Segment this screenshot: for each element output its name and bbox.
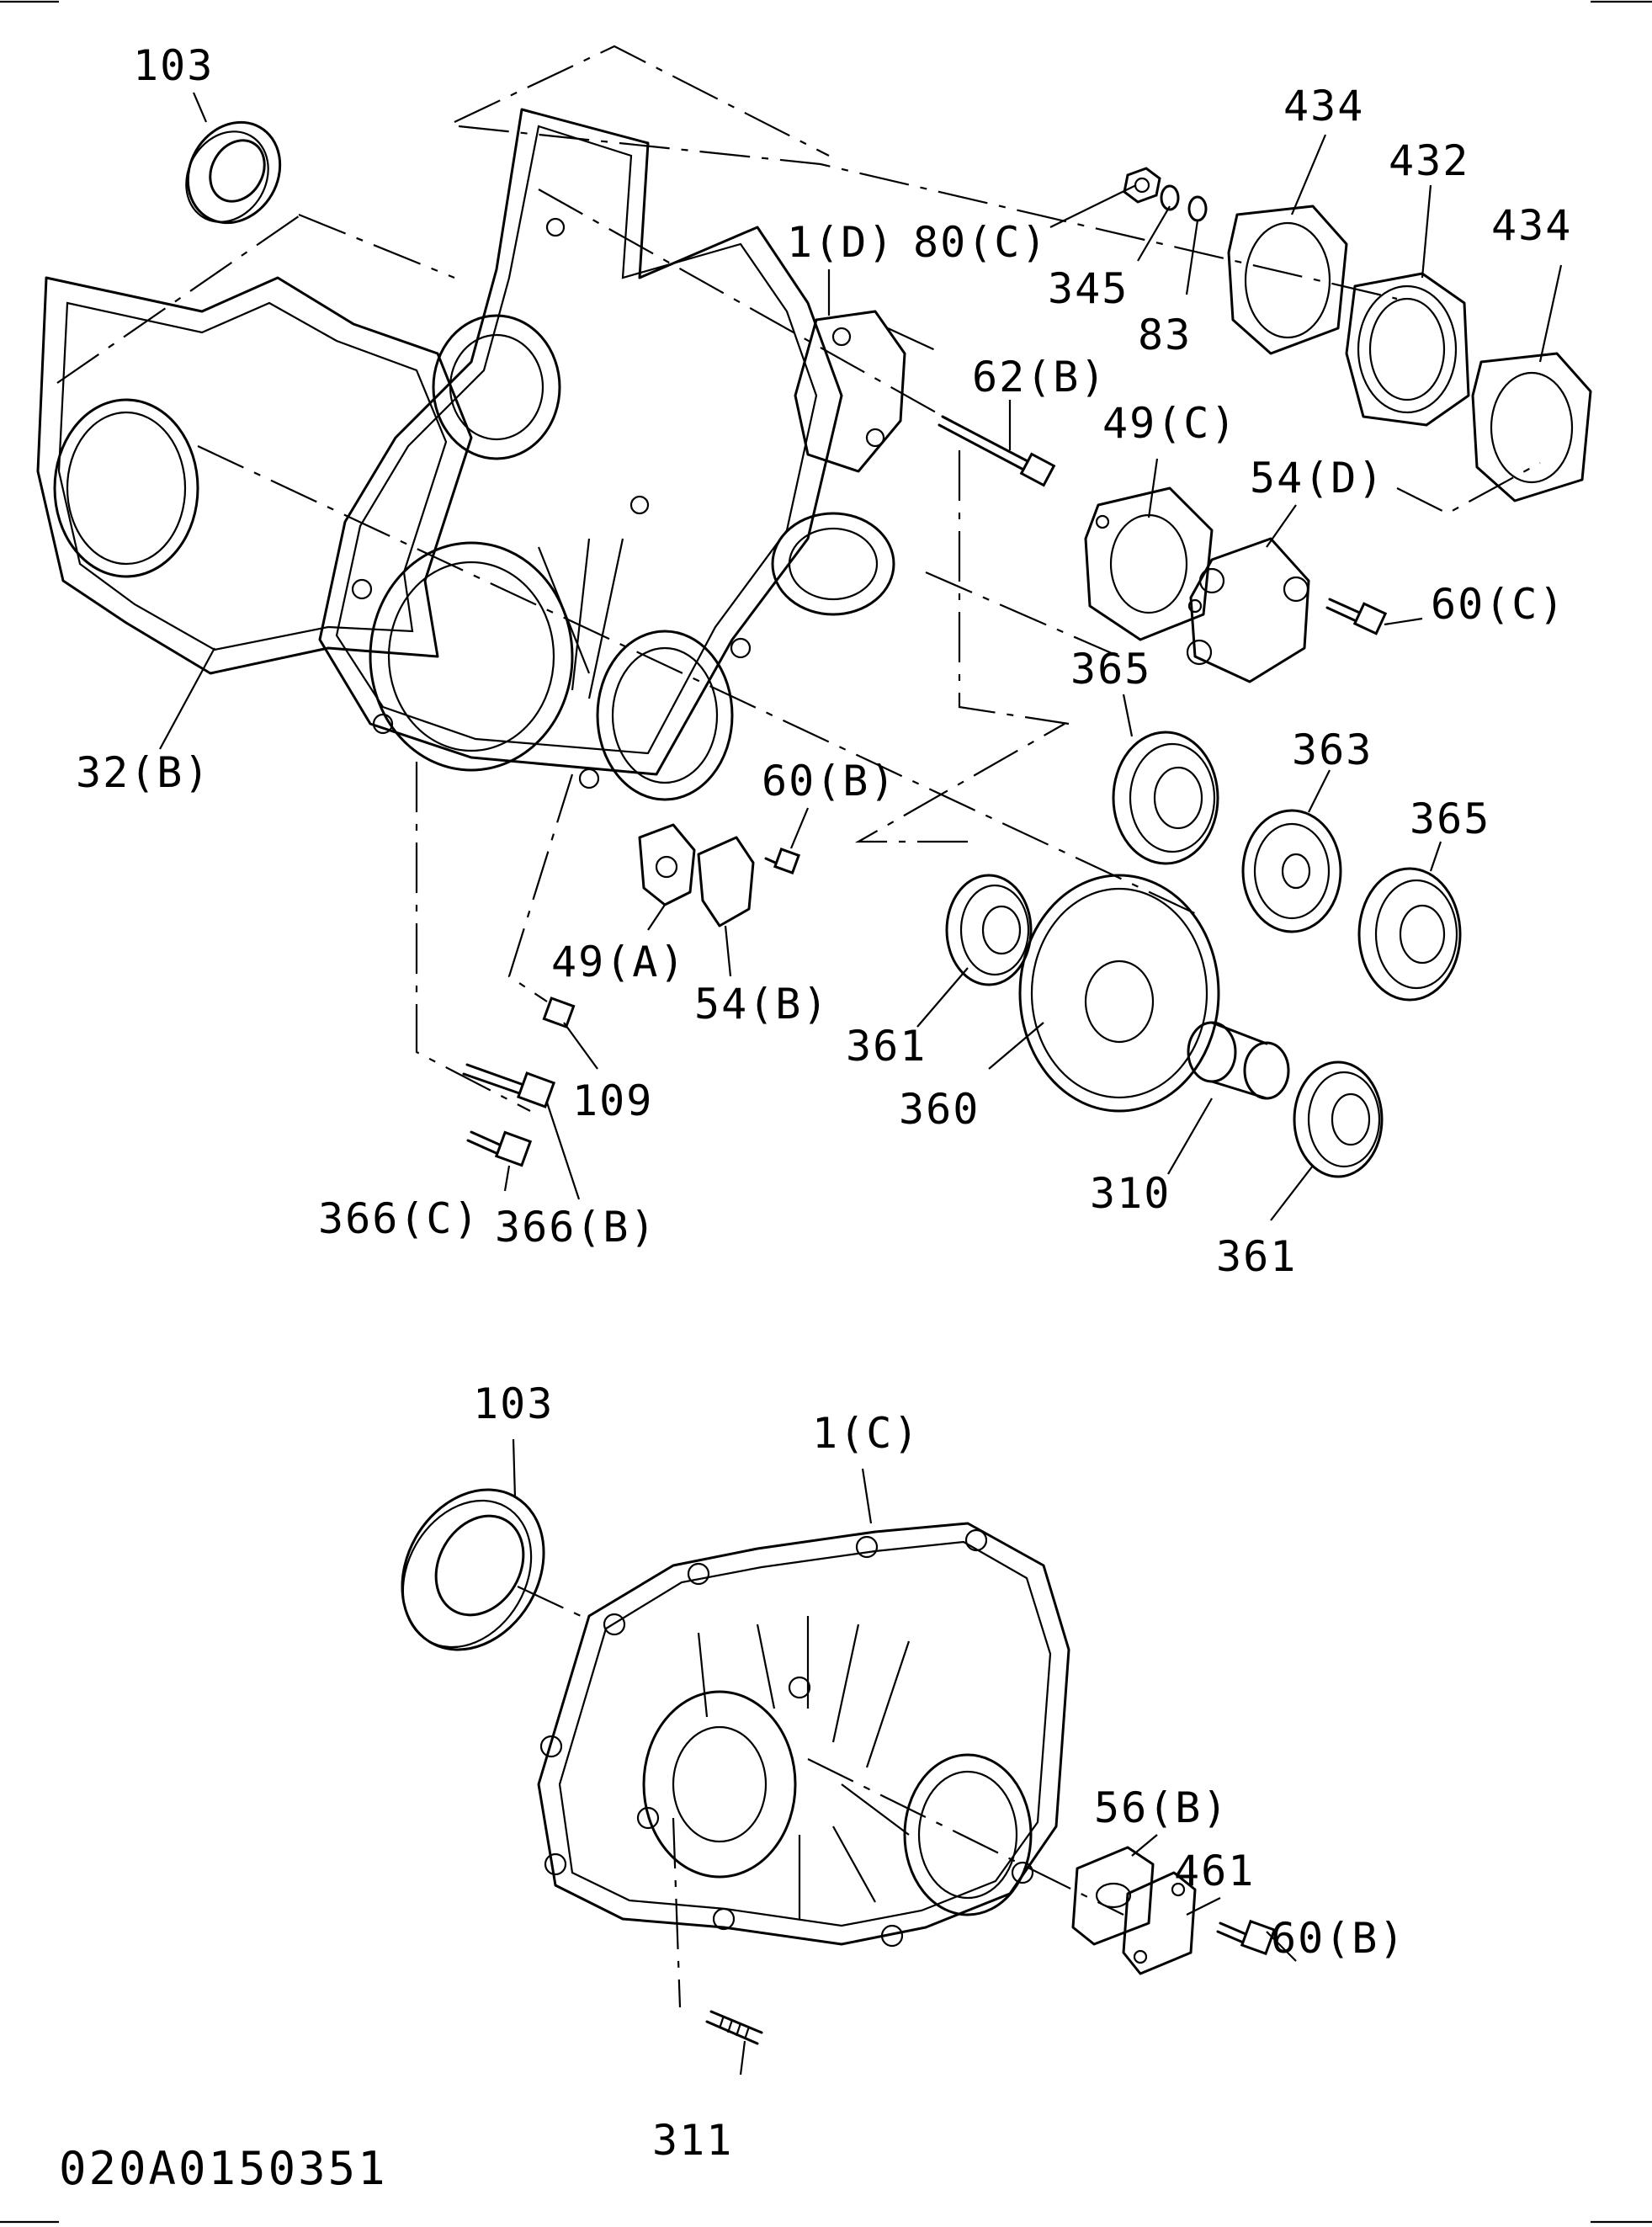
washer-83[interactable] [1187,195,1208,222]
idler-gear-360[interactable] [1018,874,1220,1113]
plug-109[interactable] [542,997,576,1028]
label-54b: 54(B) [694,980,830,1028]
label-62b: 62(B) [972,353,1108,401]
ball-bearing-361-right[interactable] [1293,1060,1384,1178]
bolt-60b-upper[interactable] [764,847,801,875]
gasket-56b[interactable] [1071,1846,1155,1946]
bolt-60b-lower[interactable] [1216,1919,1277,1956]
oil-seal-103-lower[interactable] [374,1464,571,1675]
label-32b: 32(B) [76,748,211,797]
plate-461[interactable] [1122,1871,1197,1975]
label-360: 360 [899,1085,980,1134]
label-103-lower: 103 [473,1379,554,1428]
centerlines-lower [517,1586,1124,2008]
label-109: 109 [572,1076,653,1125]
label-432: 432 [1389,136,1469,185]
label-1c: 1(C) [812,1409,920,1458]
leader-lines-upper [159,92,1563,1221]
timing-cover-1c[interactable] [537,1522,1070,1948]
bolt-62b[interactable] [938,415,1056,487]
label-366c: 366(C) [318,1194,481,1243]
label-434-top: 434 [1283,82,1364,130]
ball-bearing-361-left[interactable] [945,874,1033,986]
nut-80c[interactable] [1123,167,1161,204]
document-id: 020A0150351 [59,2142,388,2195]
bearing-housing-432[interactable] [1345,272,1470,427]
label-361-left: 361 [846,1022,927,1071]
label-345: 345 [1048,264,1129,313]
label-434-right: 434 [1491,201,1572,250]
stud-311[interactable] [705,2010,763,2045]
label-461: 461 [1174,1847,1255,1895]
bolt-60c[interactable] [1325,598,1388,635]
label-310: 310 [1090,1169,1171,1218]
label-49a: 49(A) [551,938,687,986]
label-361-right: 361 [1216,1232,1297,1281]
ball-bearing-365-left[interactable] [1112,731,1219,865]
timing-housing-upper[interactable] [318,108,895,801]
oil-seal-103-upper[interactable] [170,105,298,239]
label-363: 363 [1292,726,1373,774]
label-60b-upper: 60(B) [762,757,897,805]
bolt-366b[interactable] [462,1063,556,1108]
label-80c: 80(C) [913,218,1049,267]
label-54d: 54(D) [1250,454,1385,502]
centerlines-upper [56,45,1541,1112]
label-83: 83 [1138,311,1192,359]
label-60b-lower: 60(B) [1271,1914,1406,1963]
cap-54d[interactable] [1186,537,1310,683]
label-60c: 60(C) [1431,580,1566,629]
callouts-lower: 103 1(C) 56(B) 461 60(B) 311 [473,1379,1406,2165]
label-366b: 366(B) [495,1203,657,1252]
label-365-right: 365 [1410,795,1490,843]
bolt-366c[interactable] [466,1130,533,1167]
ball-bearing-365-right[interactable] [1357,867,1462,1002]
plate-54b[interactable] [697,836,755,927]
callouts-upper: 103 1(D) 80(C) 345 83 434 432 434 62(B) … [76,41,1572,1281]
gasket-49a[interactable] [638,823,696,906]
label-49c: 49(C) [1102,399,1238,448]
leader-lines-lower [512,1438,1297,2076]
idler-shaft-310[interactable] [1187,1021,1290,1100]
cover-1d[interactable] [794,310,906,473]
gasket-434-top[interactable] [1227,205,1348,355]
label-1d: 1(D) [787,218,895,267]
label-56b: 56(B) [1094,1783,1230,1832]
label-103-upper: 103 [133,41,214,90]
label-365-left: 365 [1070,645,1151,694]
label-311: 311 [652,2116,733,2165]
gasket-32b[interactable] [36,276,473,675]
helical-gear-363[interactable] [1241,809,1342,933]
washer-345[interactable] [1160,184,1180,211]
gasket-434-right[interactable] [1471,352,1592,502]
